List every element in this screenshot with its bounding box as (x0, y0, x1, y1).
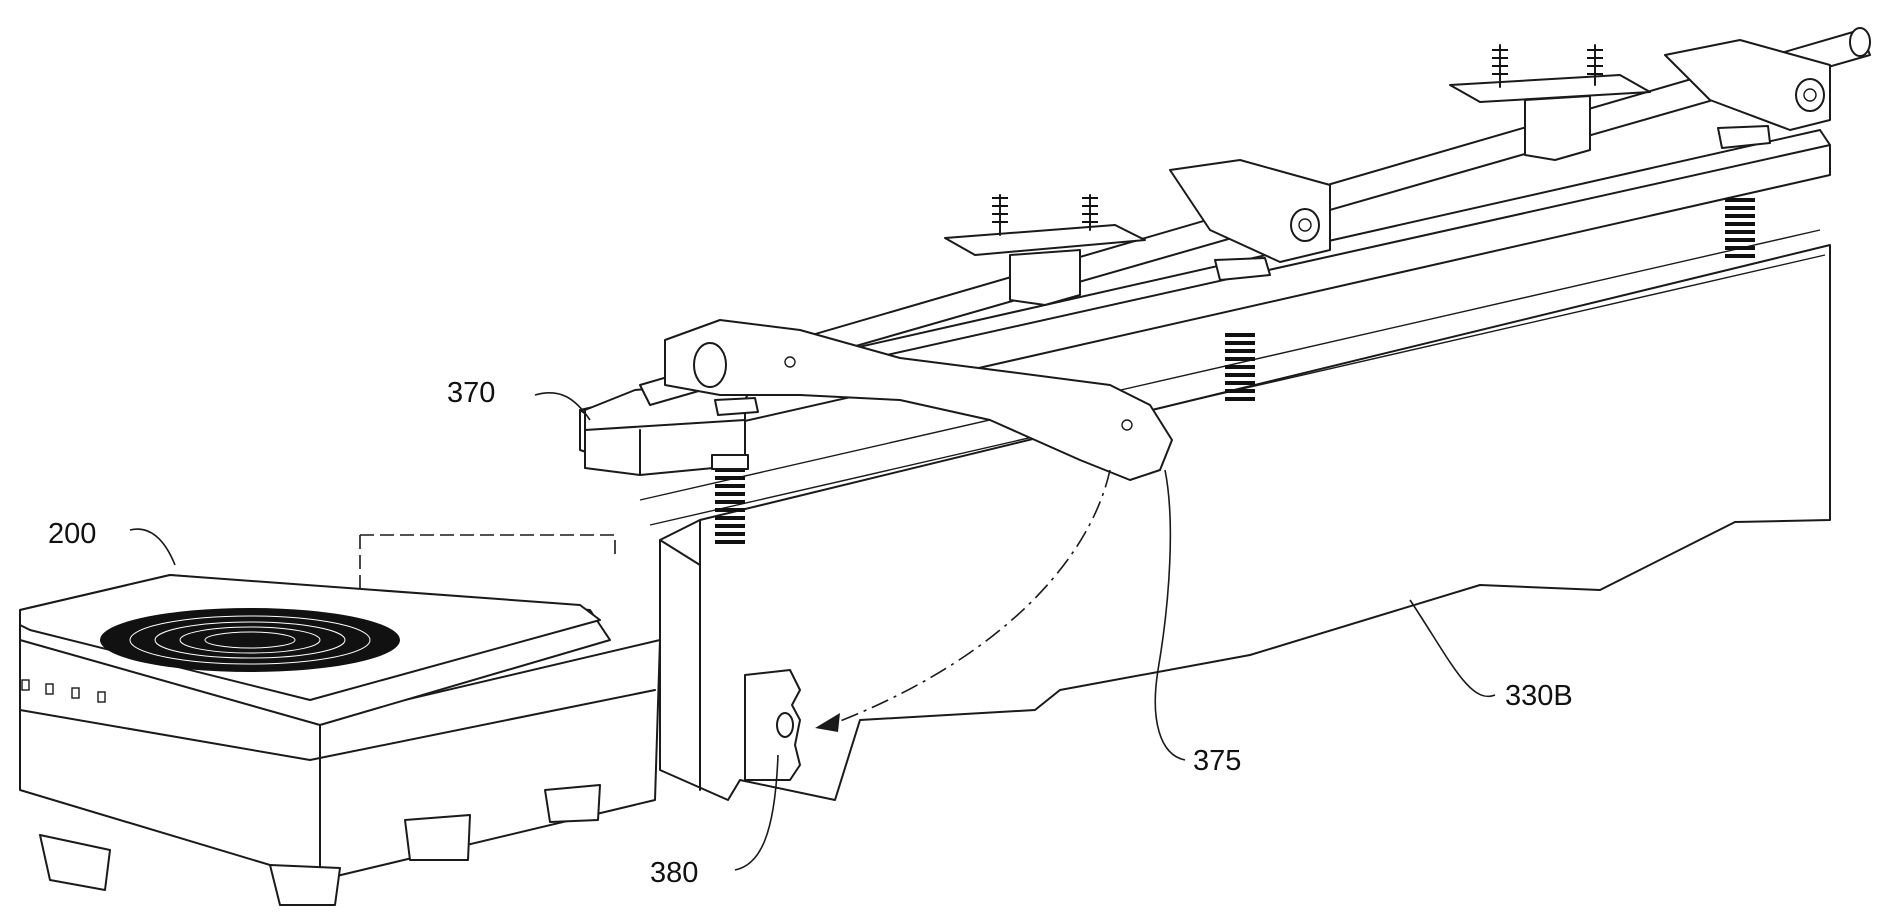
label-370: 370 (447, 377, 495, 409)
label-380: 380 (650, 857, 698, 889)
device-200 (20, 575, 660, 905)
label-200: 200 (48, 518, 96, 550)
spring-middle (1225, 335, 1255, 399)
spring-right (1725, 200, 1755, 256)
label-330b: 330B (1505, 680, 1573, 712)
leader-330b (1410, 600, 1495, 696)
latch-380 (745, 670, 800, 780)
label-375: 375 (1193, 745, 1241, 777)
leader-200 (130, 529, 175, 565)
